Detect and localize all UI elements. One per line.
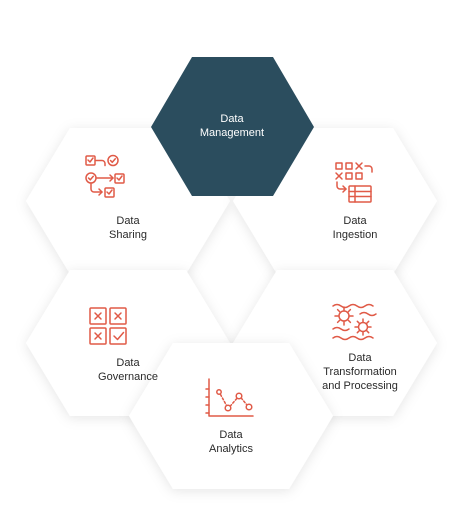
- scatter-plot-icon: [205, 378, 254, 417]
- transformation-label-line3: and Processing: [322, 380, 398, 392]
- ingestion-label-line1: Data: [343, 215, 367, 227]
- ingestion-label: Data Ingestion: [305, 214, 405, 242]
- center-label-line2: Management: [199, 127, 265, 139]
- hex-data-management: [151, 57, 314, 196]
- ingestion-table-icon: [335, 162, 373, 203]
- transformation-label-line2: Transformation: [323, 366, 397, 378]
- governance-label-line2: Governance: [98, 371, 158, 383]
- analytics-label-line2: Analytics: [208, 443, 254, 455]
- analytics-label: Data Analytics: [181, 428, 281, 456]
- governance-grid-icon: [89, 307, 127, 345]
- governance-label: Data Governance: [78, 356, 178, 384]
- transformation-label-line1: Data: [348, 352, 372, 364]
- transformation-label: Data Transformation and Processing: [305, 351, 415, 393]
- ingestion-label-line2: Ingestion: [332, 229, 378, 241]
- analytics-label-line1: Data: [219, 429, 243, 441]
- sharing-label: Data Sharing: [78, 214, 178, 242]
- center-label: Data Management: [182, 112, 282, 140]
- sharing-label-line1: Data: [116, 215, 140, 227]
- gears-waves-icon: [332, 303, 377, 341]
- sharing-label-line2: Sharing: [109, 229, 147, 241]
- checklist-flow-icon: [85, 154, 125, 198]
- governance-label-line1: Data: [116, 357, 140, 369]
- center-label-line1: Data: [220, 113, 244, 125]
